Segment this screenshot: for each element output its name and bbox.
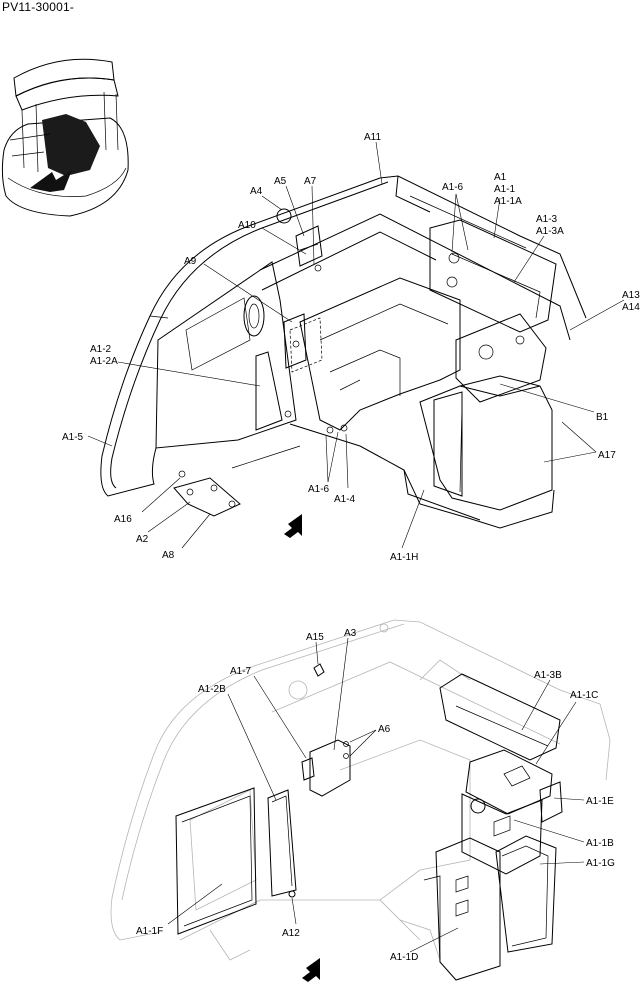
label-a1-1e: A1-1E <box>586 796 614 807</box>
label-a14: A14 <box>622 302 640 313</box>
label-a1-2b: A1-2B <box>198 684 226 695</box>
label-a1-6: A1-6 <box>442 182 464 193</box>
label-a1-1f: A1-1F <box>136 926 163 937</box>
label-a1-7: A1-7 <box>230 666 252 677</box>
label-a8: A8 <box>162 550 175 561</box>
page-header-code: PV11-30001- <box>2 0 75 14</box>
label-a15: A15 <box>306 632 324 643</box>
label-a1-1: A1-1 <box>494 184 516 195</box>
label-a17: A17 <box>598 450 616 461</box>
part-labels-top: A11 A1 A1-1 A1-1A A1-6 A4 A5 A7 A10 A1-3… <box>62 132 640 563</box>
label-a1-5: A1-5 <box>62 432 84 443</box>
bottom-exploded-view <box>110 619 611 982</box>
label-a13: A13 <box>622 290 640 301</box>
label-a1-6-lower: A1-6 <box>308 484 330 495</box>
label-a1-1g: A1-1G <box>586 858 615 869</box>
label-a4: A4 <box>250 186 263 197</box>
label-a12: A12 <box>282 928 300 939</box>
label-a16: A16 <box>114 514 132 525</box>
label-a1: A1 <box>494 172 507 183</box>
view-arrow-icon <box>302 958 320 982</box>
part-labels-bottom: A15 A3 A1-7 A1-3B A1-2B A1-1C A6 A1-1E A… <box>136 628 615 963</box>
label-a5: A5 <box>274 176 287 187</box>
label-a1-3b: A1-3B <box>534 670 562 681</box>
label-a1-2: A1-2 <box>90 344 112 355</box>
label-a1-1h: A1-1H <box>390 552 418 563</box>
label-a1-1b: A1-1B <box>586 838 614 849</box>
machine-thumbnail <box>1 58 129 217</box>
label-a1-1c: A1-1C <box>570 690 598 701</box>
label-a1-1d: A1-1D <box>390 952 418 963</box>
view-arrow-icon <box>284 514 302 538</box>
label-a1-4: A1-4 <box>334 494 356 505</box>
label-a9: A9 <box>184 256 197 267</box>
label-a6: A6 <box>378 724 391 735</box>
label-a7: A7 <box>304 176 317 187</box>
label-a11: A11 <box>364 132 381 143</box>
label-a1-2a: A1-2A <box>90 356 118 367</box>
label-a3: A3 <box>344 628 357 639</box>
label-a10: A10 <box>238 220 256 231</box>
label-a1-3a: A1-3A <box>536 226 564 237</box>
label-b1: B1 <box>596 412 609 423</box>
top-assembly-view <box>100 175 587 538</box>
leader-lines <box>87 141 625 953</box>
label-a1-3: A1-3 <box>536 214 558 225</box>
label-a1-1a: A1-1A <box>494 196 522 207</box>
label-a2: A2 <box>136 534 149 545</box>
